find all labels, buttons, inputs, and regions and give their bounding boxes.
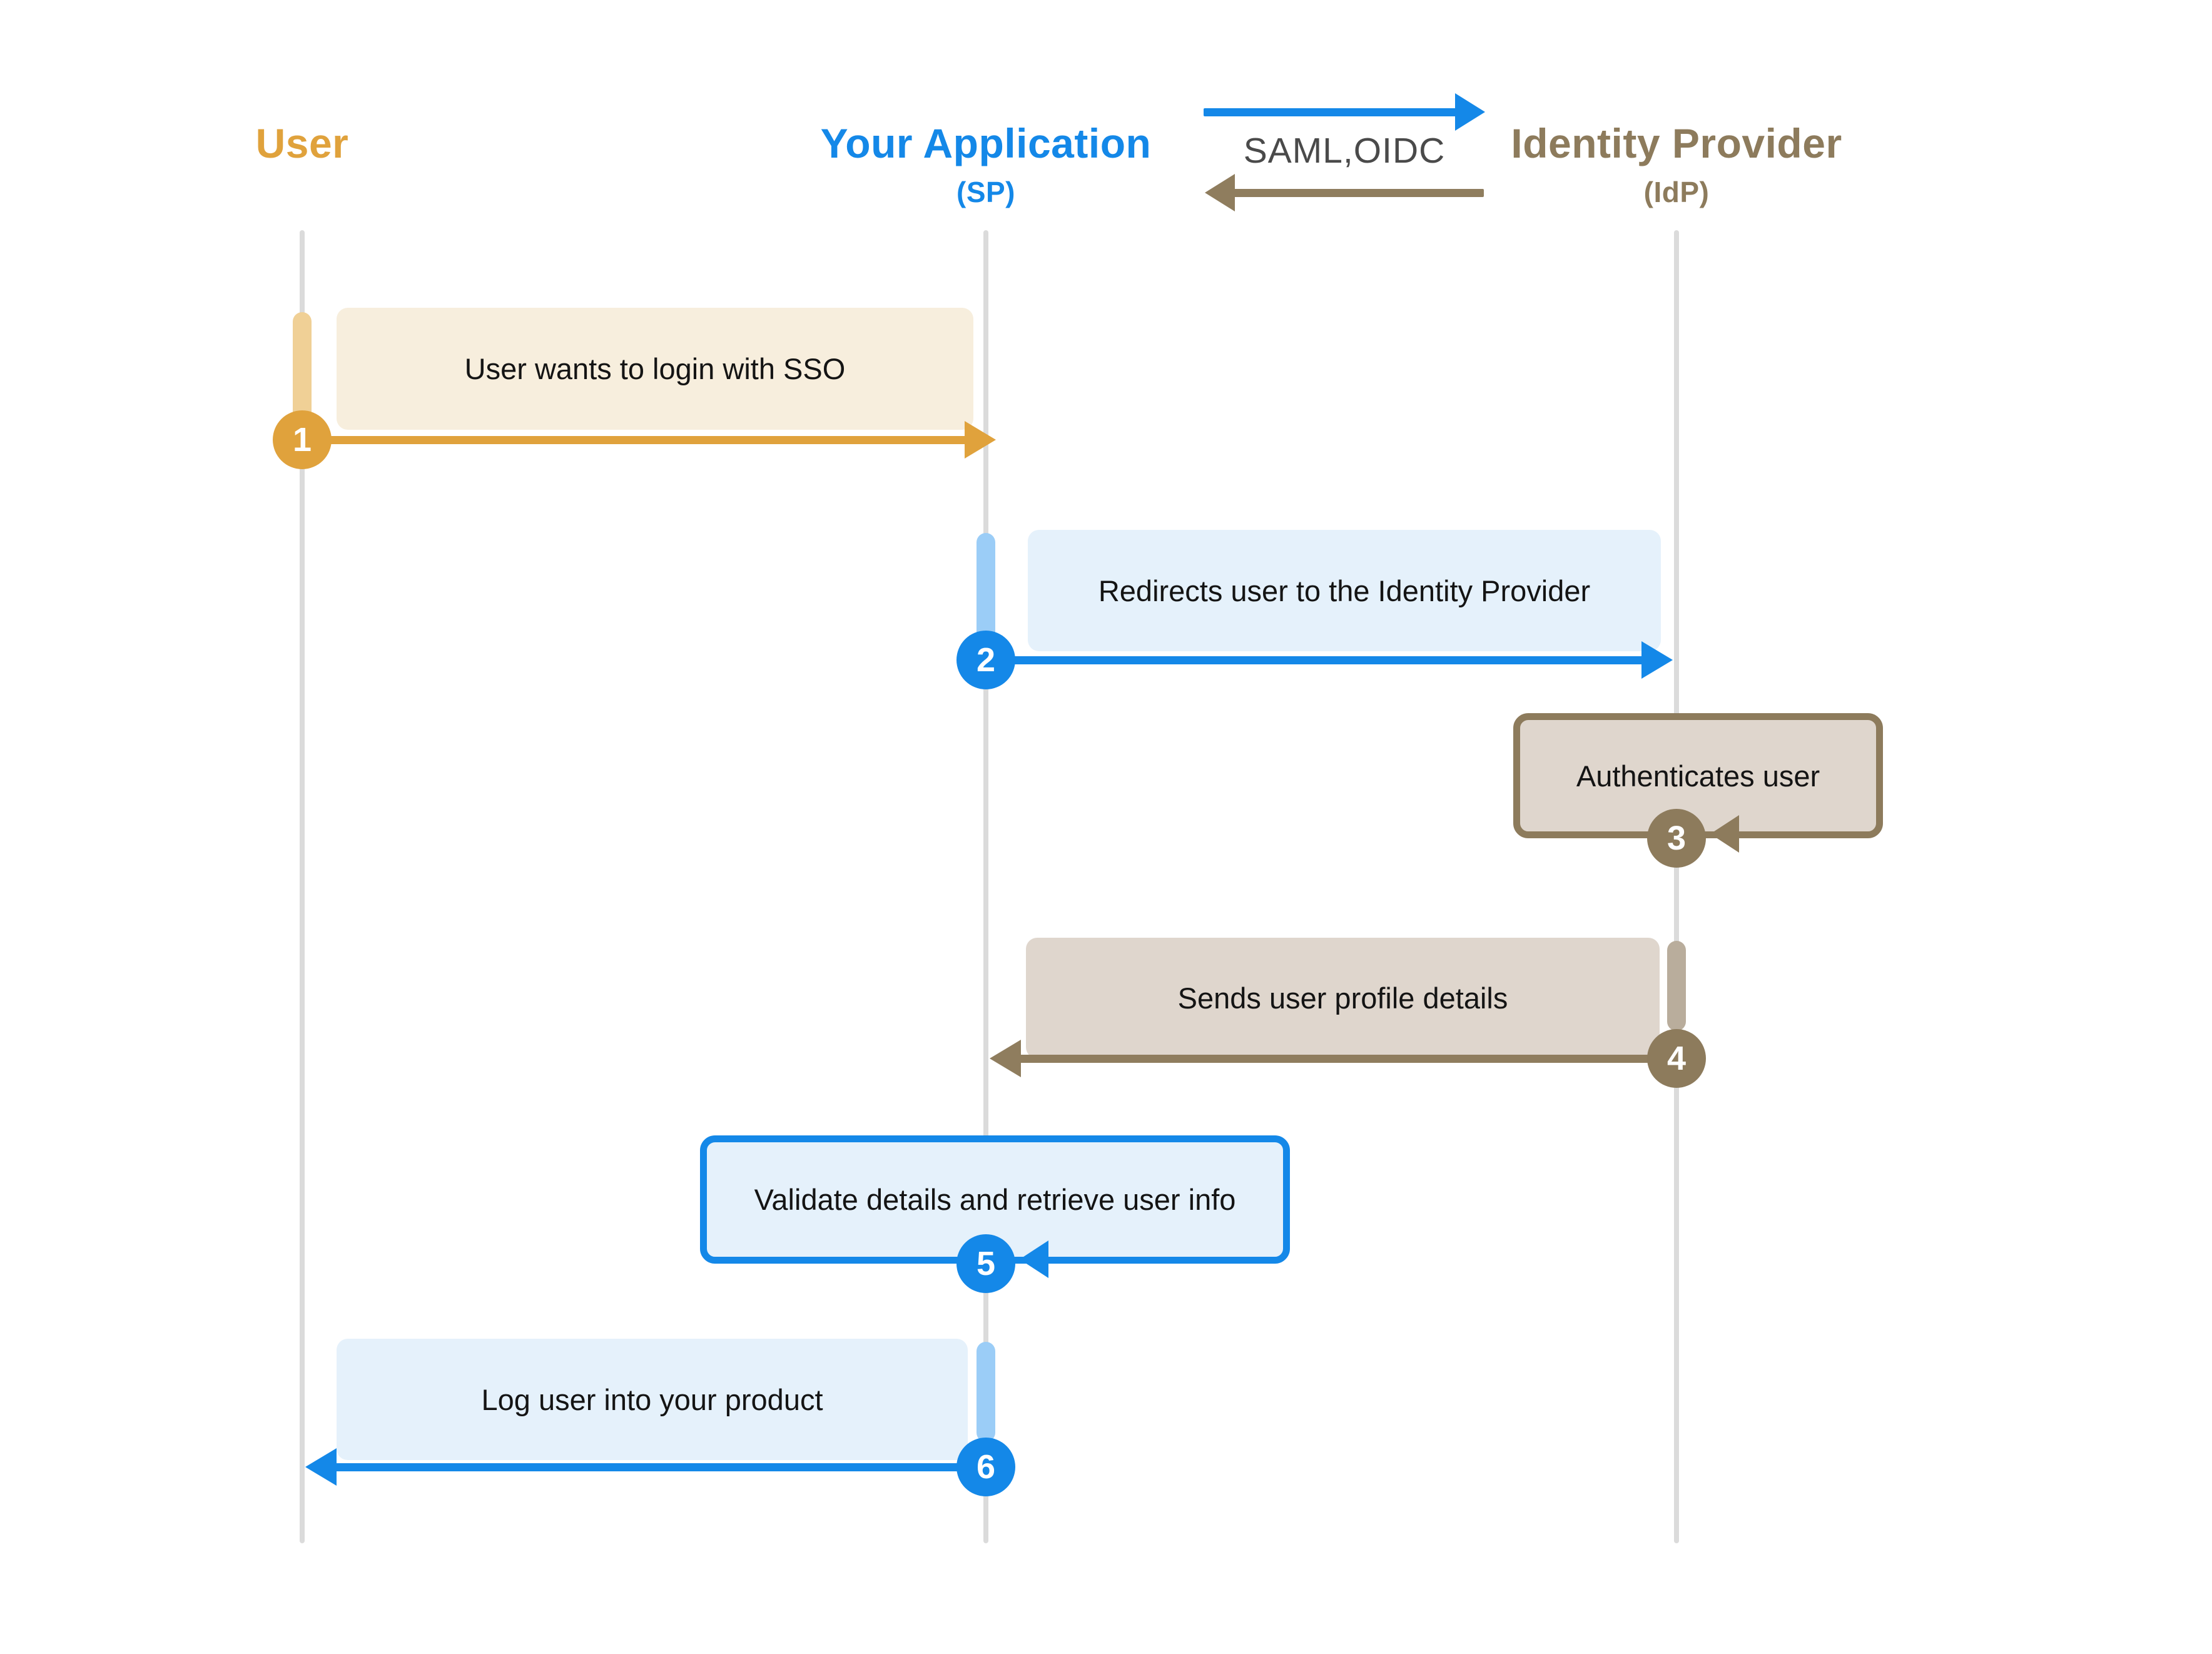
step-number-3: 3 [1647,809,1706,868]
message-box-step2: Redirects user to the Identity Provider [1028,530,1661,651]
self-loop-arrowhead-step5 [1020,1240,1048,1278]
lifeline-identity-provider [1674,230,1679,1543]
message-label-step1: User wants to login with SSO [464,352,846,385]
step-number-1: 1 [273,410,332,469]
actor-your-application: Your Application (SP) [704,123,1267,206]
actor-your-application-label: Your Application [820,120,1152,166]
message-label-step3: Authenticates user [1576,759,1820,793]
lifeline-user [300,230,305,1543]
message-box-step3: Authenticates user [1513,713,1883,838]
activation-bar-app-step6 [977,1342,995,1442]
actor-identity-provider: Identity Provider (IdP) [1395,123,1958,206]
message-label-step5: Validate details and retrieve user info [754,1183,1236,1216]
activation-bar-user-step1 [293,312,312,420]
actor-identity-provider-sub: (IdP) [1643,176,1710,208]
step-number-2: 2 [956,631,1015,689]
actor-identity-provider-label: Identity Provider [1511,120,1842,166]
step-number-5: 5 [956,1234,1015,1293]
protocol-label: SAML,OIDC [1243,131,1446,171]
step-number-4: 4 [1647,1029,1706,1088]
step-number-6: 6 [956,1438,1015,1496]
activation-bar-idp-step4 [1667,941,1686,1031]
message-box-step4: Sends user profile details [1026,938,1660,1058]
message-box-step6: Log user into your product [337,1339,968,1460]
message-label-step2: Redirects user to the Identity Provider [1098,574,1591,607]
actor-user-label: User [255,120,349,166]
activation-bar-app-step2 [977,533,995,643]
actor-your-application-sub: (SP) [956,176,1015,208]
lifeline-your-application [983,230,988,1543]
self-loop-arrowhead-step3 [1710,815,1739,853]
actor-user: User [21,123,584,164]
message-label-step4: Sends user profile details [1177,982,1508,1015]
message-label-step6: Log user into your product [481,1383,823,1416]
message-box-step1: User wants to login with SSO [337,308,973,430]
